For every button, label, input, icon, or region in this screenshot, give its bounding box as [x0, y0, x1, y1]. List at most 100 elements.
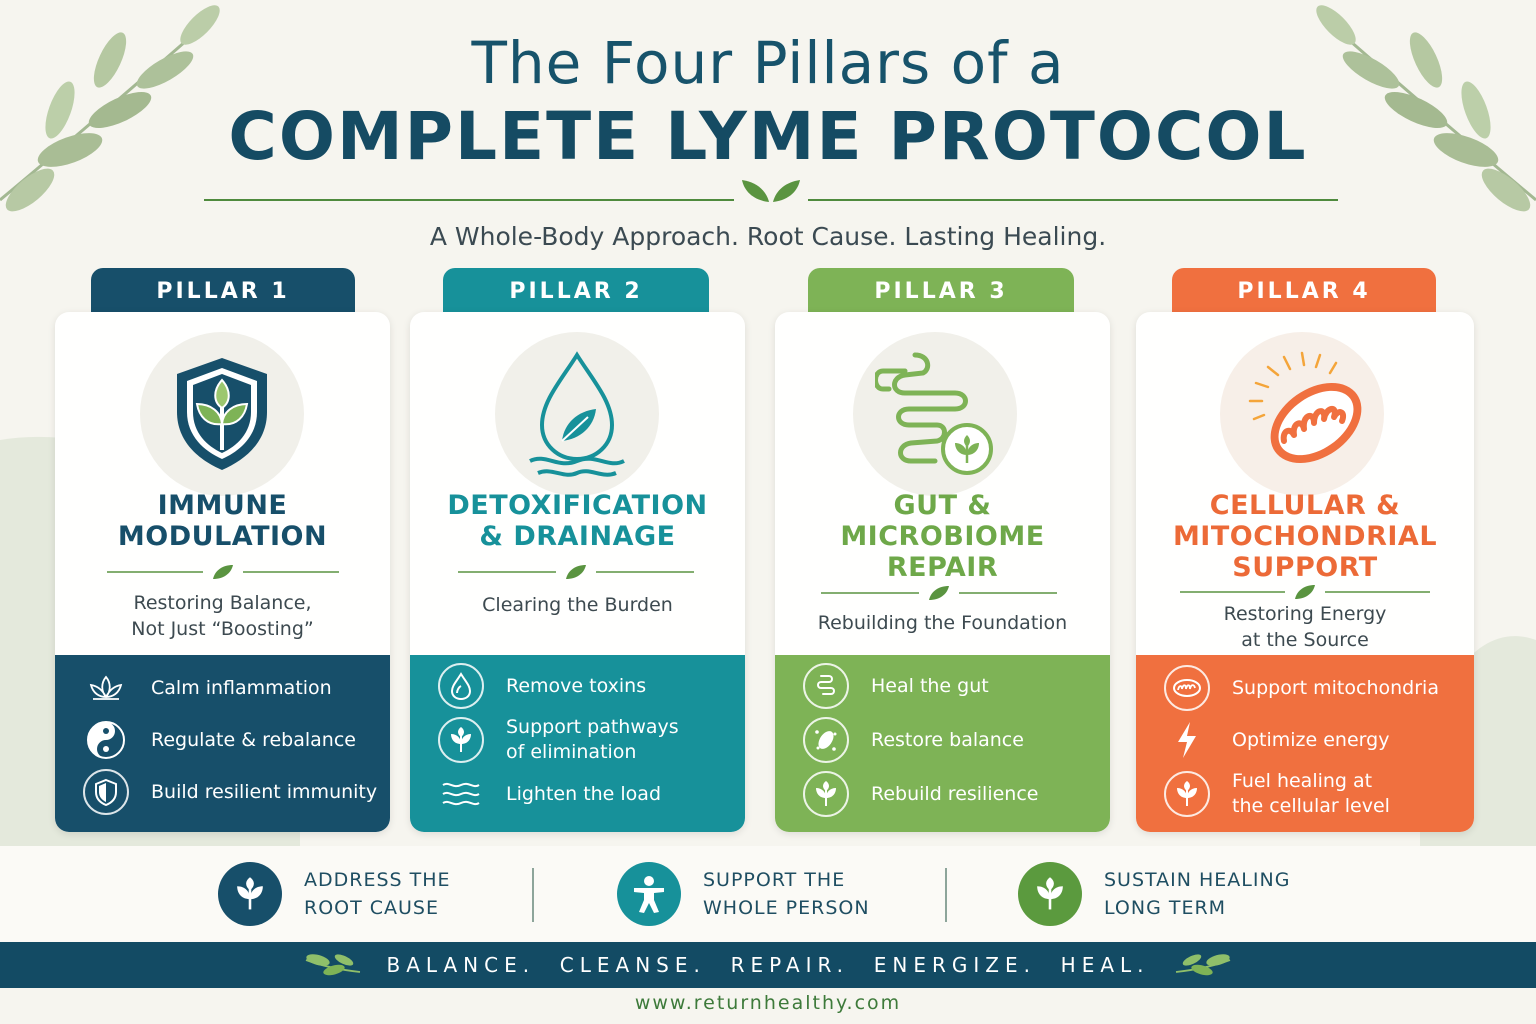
principle-text-line: ROOT CAUSE [304, 897, 439, 919]
sprout-icon [218, 862, 282, 926]
pillar-1-tab-label: PILLAR 1 [156, 278, 290, 304]
principles-strip: ADDRESS THE ROOT CAUSE SUPPORT THE WHOLE… [0, 846, 1536, 942]
leaf-decoration-right-icon [1316, 5, 1536, 212]
pillar-1-tagline: Restoring Balance, Not Just “Boosting” [55, 590, 390, 642]
principle-text: SUPPORT THE WHOLE PERSON [703, 866, 870, 922]
pillar-3-name-line: GUT & [893, 490, 992, 521]
principle-long-term: SUSTAIN HEALING LONG TERM [1018, 862, 1290, 926]
title-line-1: The Four Pillars of a [471, 29, 1065, 97]
benefit-text-line: the cellular level [1232, 795, 1390, 817]
person-icon [617, 862, 681, 926]
gut-icon [803, 663, 849, 709]
principle-text-line: ADDRESS THE [304, 869, 451, 891]
benefit-item: Build resilient immunity [83, 769, 377, 815]
benefit-text: Regulate & rebalance [151, 728, 356, 751]
water-drop-leaf-icon [529, 351, 625, 477]
pillar-4-divider [1180, 585, 1430, 599]
motto-text: BALANCE. CLEANSE. REPAIR. ENERGIZE. HEAL… [386, 953, 1150, 977]
pillar-2-tab-label: PILLAR 2 [509, 278, 643, 304]
leaf-sprig-right-icon [1175, 954, 1230, 976]
benefit-text: Rebuild resilience [871, 782, 1039, 805]
shield-icon [83, 769, 129, 815]
benefit-text-line: of elimination [506, 741, 637, 763]
pillar-1-name-line: MODULATION [117, 521, 328, 552]
benefit-item: Remove toxins [438, 663, 646, 709]
pillar-3-tab-label: PILLAR 3 [874, 278, 1008, 304]
pillar-3-tagline: Rebuilding the Foundation [775, 610, 1110, 636]
benefit-text: Calm inflammation [151, 676, 332, 699]
principle-text: ADDRESS THE ROOT CAUSE [304, 866, 451, 922]
pillar-4-benefits: Support mitochondria Optimize energy Fue… [1136, 655, 1474, 832]
pillar-3-name-line: MICROBIOME [840, 521, 1045, 552]
pillar-4-tab-label: PILLAR 4 [1237, 278, 1371, 304]
benefit-text: Build resilient immunity [151, 780, 378, 803]
benefit-text: Optimize energy [1232, 728, 1390, 751]
sprout-icon [438, 717, 484, 763]
leaf-icon [1018, 862, 1082, 926]
motto-bar: BALANCE. CLEANSE. REPAIR. ENERGIZE. HEAL… [0, 942, 1536, 988]
intestine-icon [875, 352, 993, 475]
benefit-item: Restore balance [803, 717, 1024, 763]
title-line-2: COMPLETE LYME PROTOCOL [228, 98, 1308, 175]
pillar-4-card: CELLULAR & MITOCHONDRIAL SUPPORT Restori… [1136, 312, 1474, 832]
pillar-1-tab: PILLAR 1 [91, 268, 355, 314]
benefit-text: Support pathways of elimination [506, 715, 679, 765]
website-link[interactable]: www.returnhealthy.com [634, 992, 902, 1014]
pillar-4-name-line: MITOCHONDRIAL [1172, 521, 1438, 552]
benefit-item: Rebuild resilience [803, 771, 1038, 817]
principle-separator [532, 868, 534, 922]
pillar-4-tab: PILLAR 4 [1172, 268, 1436, 314]
pillar-4-name-line: CELLULAR & [1209, 490, 1401, 521]
waves-icon [438, 771, 484, 817]
pillar-3-benefits: Heal the gut Restore balance Rebuild res… [775, 655, 1110, 832]
pillar-1-divider [107, 565, 339, 579]
shield-leaf-icon [177, 358, 267, 470]
sprout-icon [1164, 771, 1210, 817]
benefit-text-line: Support pathways [506, 716, 679, 738]
pillar-1-icon-circle [140, 332, 304, 496]
pillar-1-tagline-line: Restoring Balance, [133, 592, 312, 614]
benefit-item: Calm inflammation [83, 665, 332, 711]
microbe-icon [803, 717, 849, 763]
pillar-2-divider [458, 565, 694, 579]
principle-root-cause: ADDRESS THE ROOT CAUSE [218, 862, 451, 926]
pillar-2-name-line: & DRAINAGE [479, 521, 676, 552]
pillar-4-icon-circle [1220, 332, 1384, 496]
benefit-text: Remove toxins [506, 674, 647, 697]
pillar-2-tab: PILLAR 2 [443, 268, 709, 314]
leaf-icon [803, 771, 849, 817]
pillar-4-tagline: Restoring Energy at the Source [1136, 601, 1474, 653]
principle-separator [945, 868, 947, 922]
yin-yang-icon [83, 717, 129, 763]
pillar-4-name-line: SUPPORT [1232, 552, 1378, 583]
pillar-3-name-line: REPAIR [886, 552, 999, 583]
pillar-2-icon-circle [495, 332, 659, 496]
pillar-4-tagline-line: at the Source [1241, 629, 1369, 651]
benefit-text: Restore balance [871, 728, 1024, 751]
drop-icon [438, 663, 484, 709]
principle-text-line: SUSTAIN HEALING [1104, 869, 1291, 891]
principle-text-line: SUPPORT THE [703, 869, 846, 891]
principle-text: SUSTAIN HEALING LONG TERM [1104, 866, 1290, 922]
subtitle: A Whole-Body Approach. Root Cause. Lasti… [429, 222, 1107, 251]
pillar-3-tagline-line: Rebuilding the Foundation [817, 612, 1068, 634]
pillar-4-name: CELLULAR & MITOCHONDRIAL SUPPORT [1136, 490, 1474, 583]
leaf-decoration-left-icon [0, 5, 220, 212]
benefit-text: Support mitochondria [1232, 676, 1439, 699]
pillar-3-tab: PILLAR 3 [808, 268, 1074, 314]
leaf-sprig-left-icon [306, 954, 361, 976]
title-divider [204, 180, 1338, 202]
pillar-1-name: IMMUNE MODULATION [55, 490, 390, 552]
pillar-2-tagline: Clearing the Burden [410, 592, 745, 618]
benefit-text: Heal the gut [871, 674, 989, 697]
pillar-2-card: DETOXIFICATION & DRAINAGE Clearing the B… [410, 312, 745, 832]
pillar-1-tagline-line: Not Just “Boosting” [131, 618, 314, 640]
pillar-3-divider [821, 586, 1057, 600]
header: The Four Pillars of a COMPLETE LYME PROT… [0, 28, 1536, 176]
pillar-2-name: DETOXIFICATION & DRAINAGE [410, 490, 745, 552]
pillar-4-tagline-line: Restoring Energy [1223, 603, 1387, 625]
benefit-item: Lighten the load [438, 771, 661, 817]
pillar-1-benefits: Calm inflammation Regulate & rebalance B… [55, 655, 390, 832]
benefit-text: Lighten the load [506, 782, 662, 805]
benefit-item: Regulate & rebalance [83, 717, 356, 763]
